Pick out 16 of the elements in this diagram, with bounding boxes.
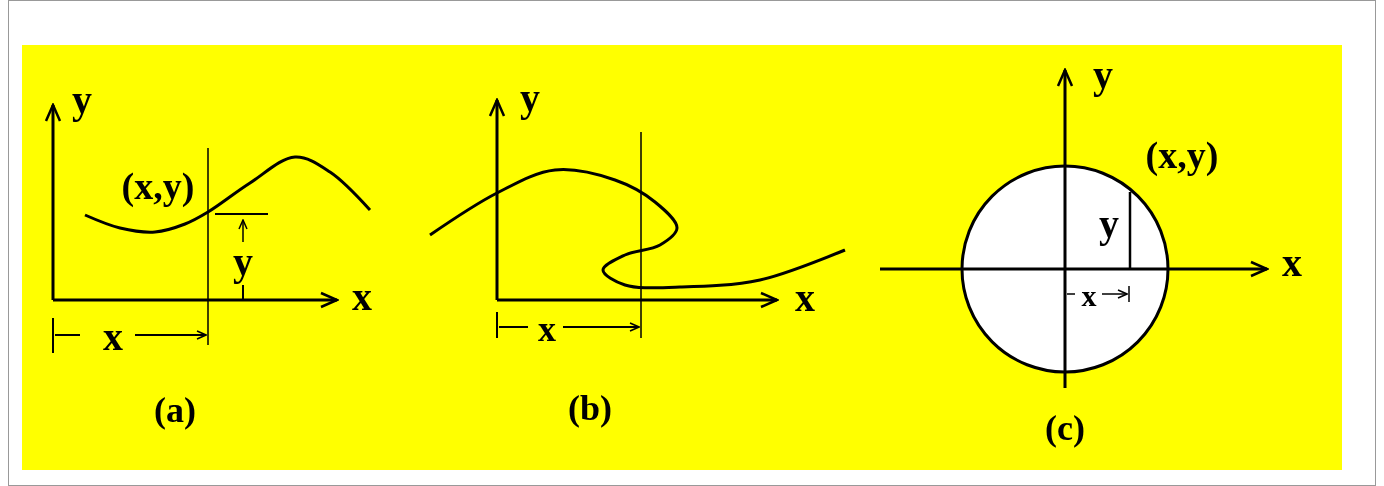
axis-label: y	[72, 80, 92, 120]
panel-label: (a)	[154, 392, 196, 428]
axis-label: y	[520, 78, 540, 118]
axis-label: y	[1093, 55, 1113, 95]
panel-label: (c)	[1045, 410, 1085, 446]
point-label: (x,y)	[121, 167, 195, 205]
dimension-label: x	[103, 317, 123, 357]
dimension-label: y	[233, 242, 253, 282]
panel-label: (b)	[568, 390, 612, 426]
point-label: (x,y)	[1145, 136, 1219, 174]
axis-label: x	[1282, 243, 1302, 283]
axis-label: x	[795, 278, 815, 318]
dimension-label: y	[1099, 204, 1119, 244]
dimension-label: x	[538, 311, 556, 347]
axis-label: x	[352, 277, 372, 317]
dimension-label: x	[1081, 281, 1097, 311]
